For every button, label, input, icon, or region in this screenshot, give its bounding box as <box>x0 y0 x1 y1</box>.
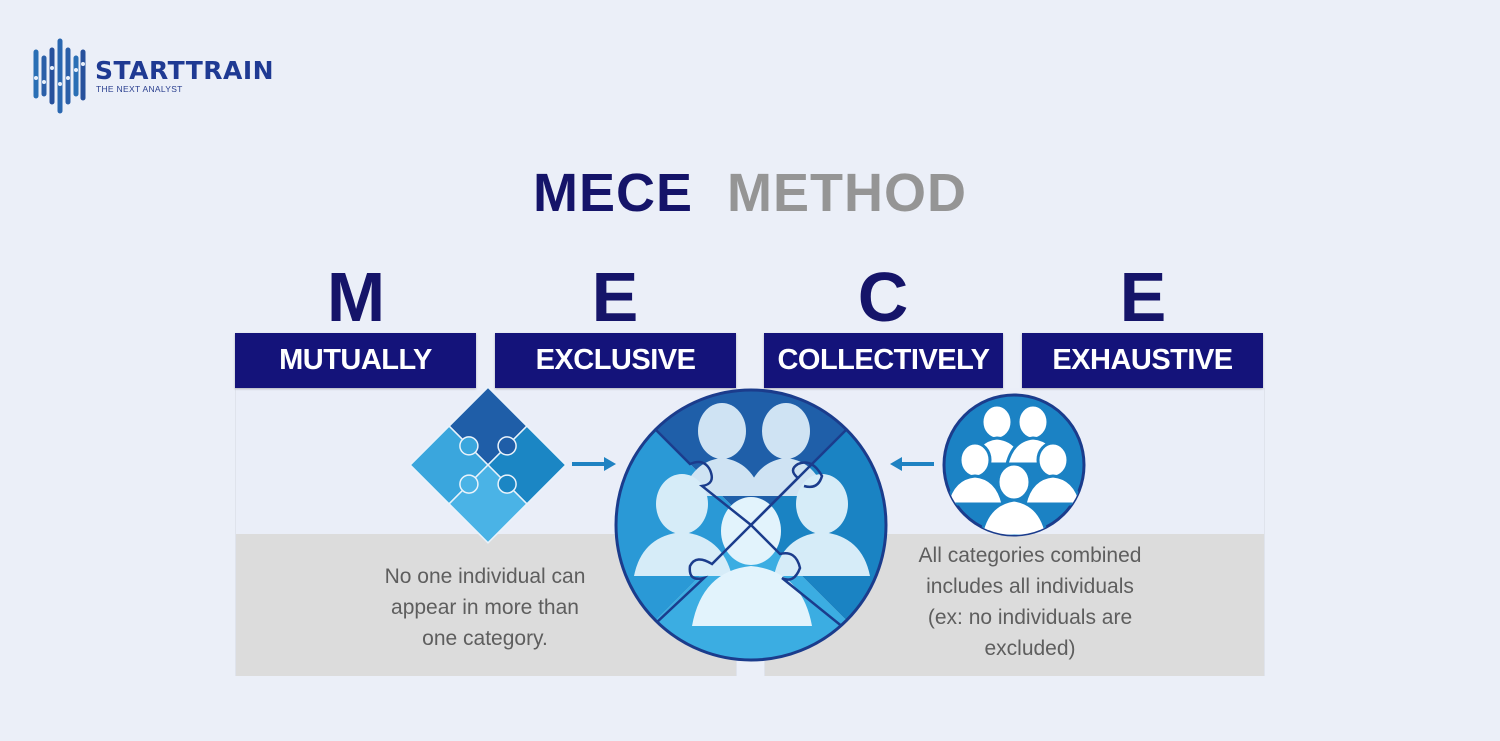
brand-name: STARTTRAIN <box>95 56 275 85</box>
description-right-line: includes all individuals <box>926 575 1134 598</box>
arrow-right-icon <box>572 457 616 471</box>
label-exhaustive: EXHAUSTIVE <box>1022 333 1263 388</box>
description-left-line: one category. <box>422 627 548 650</box>
description-right-line: All categories combined <box>918 544 1142 567</box>
brand-tagline: THE NEXT ANALYST <box>96 84 183 94</box>
letter-e-exclusive: E <box>591 258 639 336</box>
brand-logo: STARTTRAIN THE NEXT ANALYST <box>32 38 292 114</box>
title-method: METHOD <box>727 163 967 223</box>
description-right: All categories combined includes all ind… <box>885 540 1175 664</box>
label-exclusive: EXCLUSIVE <box>495 333 736 388</box>
description-left-line: No one individual can <box>384 565 586 588</box>
puzzle-diamond-icon <box>410 386 566 544</box>
page-title: MECE METHOD <box>0 162 1500 224</box>
people-group-circle-icon <box>942 393 1086 537</box>
description-left: No one individual can appear in more tha… <box>340 561 630 654</box>
title-mece: MECE <box>533 163 694 223</box>
description-right-line: (ex: no individuals are <box>927 606 1133 629</box>
letter-m: M <box>326 258 386 336</box>
logo-bars-icon <box>33 38 86 114</box>
arrow-left-icon <box>890 457 934 471</box>
description-right-line: excluded) <box>984 637 1076 660</box>
description-left-line: appear in more than <box>391 596 579 619</box>
letter-c: C <box>857 258 909 336</box>
label-mutually: MUTUALLY <box>235 333 476 388</box>
people-puzzle-circle-icon <box>614 388 888 662</box>
label-collectively: COLLECTIVELY <box>764 333 1003 388</box>
letter-e-exhaustive: E <box>1119 258 1167 336</box>
